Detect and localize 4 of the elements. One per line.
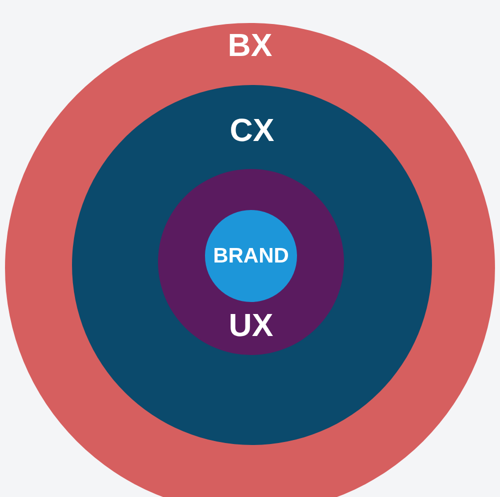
region-label: CX xyxy=(230,114,274,146)
region-label: BRAND xyxy=(213,246,289,266)
region-label: UX xyxy=(228,309,274,341)
region-label: BX xyxy=(228,29,272,61)
